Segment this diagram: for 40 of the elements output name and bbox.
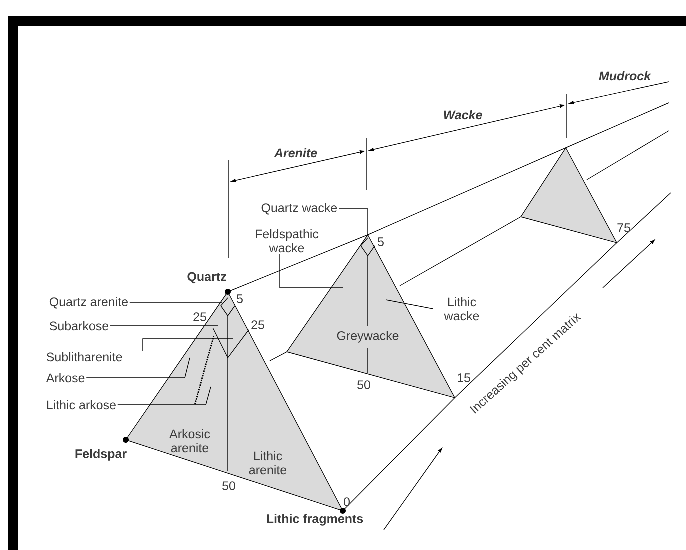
rock-type-label: Sublitharenite <box>46 352 122 362</box>
percent-value: 50 <box>222 482 236 490</box>
leader-line <box>86 358 190 378</box>
leader-line <box>142 338 234 352</box>
rock-type-label: Greywacke <box>337 331 399 343</box>
percent-value: 75 <box>618 224 630 232</box>
rock-type-label: Subarkose <box>50 321 109 331</box>
prism-edge <box>342 398 456 512</box>
rock-type-label: Feldspathic wacke <box>256 229 319 253</box>
rock-type-label: Lithic arenite <box>249 451 287 475</box>
leader-line <box>280 254 344 288</box>
prism-edge <box>586 130 670 180</box>
percent-value: 5 <box>237 294 243 304</box>
leader-line <box>118 386 212 406</box>
rock-type-label: Lithic arkose <box>47 400 116 410</box>
leader-line <box>130 302 222 304</box>
corner-label: Feldspar <box>76 449 127 461</box>
rock-type-label: Arkose <box>46 373 85 383</box>
percent-value: 5 <box>378 238 384 246</box>
category-label: Mudrock <box>599 71 652 81</box>
prism-edge <box>454 242 618 398</box>
percent-value: 15 <box>458 374 470 382</box>
percent-value: 0 <box>344 498 350 506</box>
percent-value: 25 <box>194 312 206 322</box>
prism-edge <box>616 192 672 244</box>
prism-edge <box>270 352 288 362</box>
prism-edge <box>400 216 522 286</box>
rock-type-label: Quartz wacke <box>262 203 338 215</box>
prism-edge <box>368 148 566 236</box>
rock-type-label: Arkosic arenite <box>170 429 210 453</box>
percent-value: 50 <box>358 380 370 390</box>
prism-edge <box>566 102 670 148</box>
percent-value: 25 <box>252 320 264 330</box>
corner-label: Lithic fragments <box>267 514 364 526</box>
leader-line <box>386 300 434 310</box>
leader-line <box>338 208 368 236</box>
rock-type-label: Quartz arenite <box>50 297 128 309</box>
category-label: Arenite <box>274 148 318 158</box>
rock-type-label: Lithic wacke <box>444 297 480 321</box>
prism-edge <box>228 234 368 292</box>
